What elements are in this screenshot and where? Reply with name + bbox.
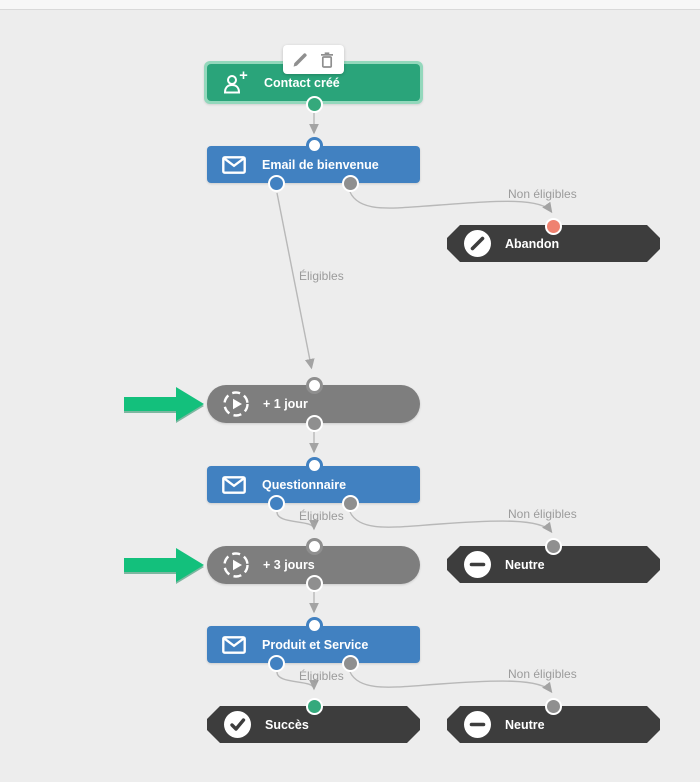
port-abandon-input[interactable]	[545, 218, 562, 235]
node-label: Succès	[265, 717, 309, 732]
port-produit-et-service-eligible-output[interactable]	[268, 655, 285, 672]
node-label: Email de bienvenue	[262, 157, 379, 172]
timer-icon	[221, 550, 251, 580]
port-delai-3-jours-input[interactable]	[306, 538, 323, 555]
edge-label-non-eligibles: Non éligibles	[508, 507, 577, 521]
port-delai-1-jour-input[interactable]	[306, 377, 323, 394]
port-contact-output[interactable]	[306, 96, 323, 113]
highlight-arrow-delai-3-jours	[124, 548, 204, 582]
trash-icon	[320, 51, 334, 68]
edge-label-non-eligibles: Non éligibles	[508, 667, 577, 681]
minus-icon	[464, 551, 491, 578]
delete-button[interactable]	[318, 51, 336, 69]
port-questionnaire-input[interactable]	[306, 457, 323, 474]
node-produit-et-service[interactable]: Produit et Service	[207, 626, 420, 663]
check-icon	[224, 711, 251, 738]
edge-label-eligibles: Éligibles	[299, 269, 344, 283]
port-produit-et-service-input[interactable]	[306, 617, 323, 634]
edit-button[interactable]	[291, 51, 309, 69]
node-label: + 1 jour	[263, 397, 308, 411]
port-delai-1-jour-output[interactable]	[306, 415, 323, 432]
edge-label-non-eligibles: Non éligibles	[508, 187, 577, 201]
pencil-icon	[292, 52, 308, 68]
port-questionnaire-eligible-output[interactable]	[268, 495, 285, 512]
node-toolbar	[283, 45, 344, 74]
port-email-bienvenue-input[interactable]	[306, 137, 323, 154]
envelope-icon	[222, 475, 246, 494]
top-divider	[0, 0, 700, 10]
envelope-icon	[222, 635, 246, 654]
port-neutre-milieu-input[interactable]	[545, 538, 562, 555]
port-produit-et-service-non-eligible-output[interactable]	[342, 655, 359, 672]
timer-icon	[221, 389, 251, 419]
port-neutre-bas-input[interactable]	[545, 698, 562, 715]
port-email-bienvenue-non-eligible-output[interactable]	[342, 175, 359, 192]
node-label: + 3 jours	[263, 558, 315, 572]
port-delai-3-jours-output[interactable]	[306, 575, 323, 592]
person-add-icon	[222, 70, 249, 95]
slash-icon	[464, 230, 491, 257]
node-label: Contact créé	[264, 75, 340, 90]
highlight-arrow-delai-1-jour	[124, 387, 204, 421]
minus-icon	[464, 711, 491, 738]
port-questionnaire-non-eligible-output[interactable]	[342, 495, 359, 512]
node-label: Produit et Service	[262, 637, 369, 652]
node-label: Neutre	[505, 557, 545, 572]
port-succes-input[interactable]	[306, 698, 323, 715]
node-label: Abandon	[505, 236, 560, 251]
node-label: Neutre	[505, 717, 545, 732]
node-label: Questionnaire	[262, 477, 347, 492]
edge-label-eligibles: Éligibles	[299, 509, 344, 523]
edge-label-eligibles: Éligibles	[299, 669, 344, 683]
envelope-icon	[222, 155, 246, 174]
port-email-bienvenue-eligible-output[interactable]	[268, 175, 285, 192]
